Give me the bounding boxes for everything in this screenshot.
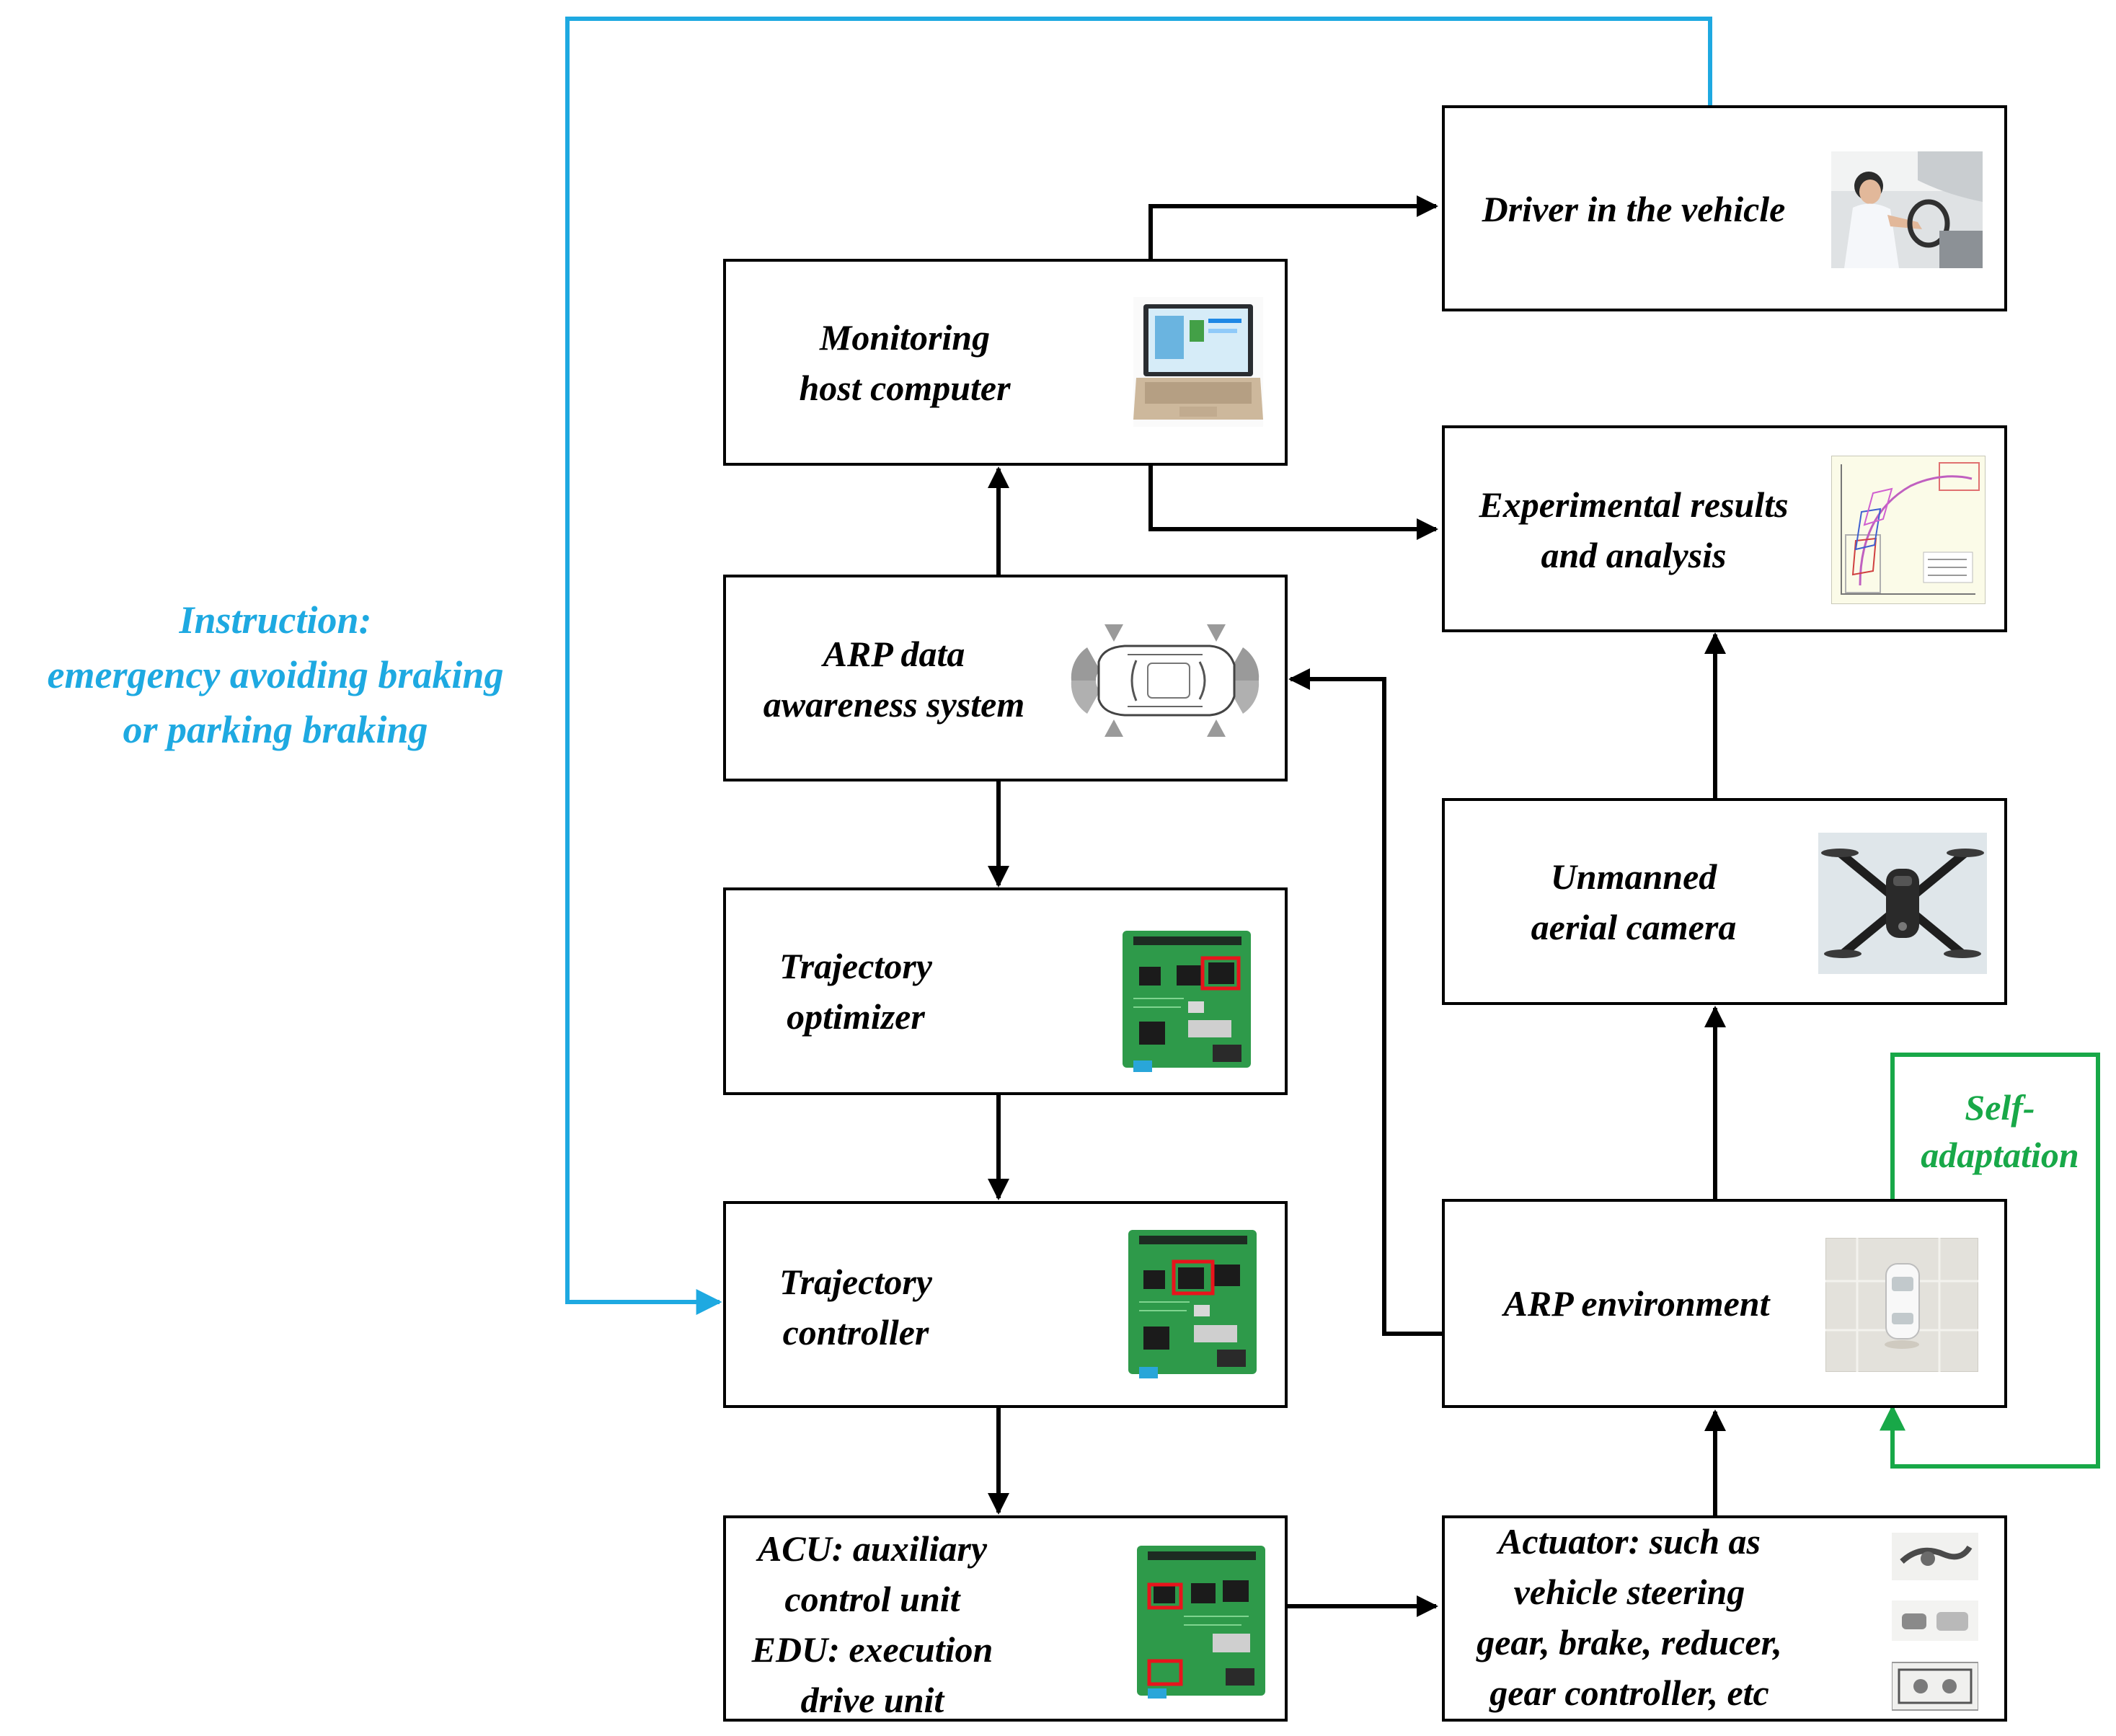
circuit-board-icon bbox=[1137, 1546, 1265, 1699]
instruction-annotation: Instruction: emergency avoiding braking … bbox=[9, 593, 542, 757]
driver-photo-icon bbox=[1831, 151, 1983, 268]
instruction-line-3: or parking braking bbox=[123, 708, 428, 751]
arrow-environment-to-arp-data bbox=[1288, 668, 1442, 1336]
monitoring-line-1: Monitoring bbox=[819, 317, 991, 358]
car-sensors-icon bbox=[1071, 624, 1260, 737]
trajectory-optimizer-line-1: Trajectory bbox=[779, 946, 932, 986]
unmanned-line-2: aerial camera bbox=[1531, 907, 1737, 947]
instruction-feedback-line bbox=[565, 17, 1712, 1315]
arp-data-label: ARP data awareness system bbox=[735, 629, 1053, 730]
unmanned-label: Unmanned aerial camera bbox=[1446, 851, 1821, 952]
self-adaptation-line-2: adaptation bbox=[1921, 1135, 2079, 1175]
acu-line-1: ACU: auxiliary bbox=[757, 1528, 988, 1569]
instruction-line-2: emergency avoiding braking bbox=[47, 653, 504, 696]
arrow-monitoring-to-driver bbox=[1148, 195, 1438, 260]
arrow-monitoring-to-experimental bbox=[1148, 464, 1438, 540]
edu-line-2: drive unit bbox=[800, 1680, 944, 1720]
monitoring-label: Monitoring host computer bbox=[735, 312, 1074, 413]
circuit-board-icon bbox=[1128, 1230, 1257, 1378]
actuator-line-3: gear, brake, reducer, bbox=[1477, 1622, 1782, 1662]
acu-line-2: control unit bbox=[784, 1579, 960, 1619]
trajectory-plot-icon bbox=[1831, 456, 1986, 604]
monitoring-line-2: host computer bbox=[799, 368, 1011, 408]
actuator-line-4: gear controller, etc bbox=[1489, 1673, 1769, 1713]
self-adaptation-annotation: Self- adaptation bbox=[1903, 1084, 2097, 1179]
trajectory-optimizer-line-2: optimizer bbox=[787, 996, 925, 1037]
arp-data-line-2: awareness system bbox=[763, 684, 1025, 725]
self-adaptation-line bbox=[1880, 1053, 2100, 1469]
experimental-label: Experimental results and analysis bbox=[1446, 479, 1821, 580]
unmanned-line-1: Unmanned bbox=[1550, 856, 1717, 897]
circuit-board-icon bbox=[1123, 931, 1251, 1072]
experimental-line-1: Experimental results bbox=[1479, 484, 1789, 525]
drone-icon bbox=[1818, 833, 1987, 974]
experimental-line-2: and analysis bbox=[1541, 535, 1727, 575]
edu-line-1: EDU: execution bbox=[751, 1629, 993, 1670]
trajectory-optimizer-label: Trajectory optimizer bbox=[758, 941, 953, 1042]
arp-environment-label: ARP environment bbox=[1503, 1283, 1770, 1324]
trajectory-controller-line-2: controller bbox=[782, 1312, 929, 1352]
actuator-line-1: Actuator: such as bbox=[1498, 1521, 1761, 1562]
laptop-icon bbox=[1133, 297, 1263, 427]
arp-data-line-1: ARP data bbox=[823, 634, 965, 674]
parking-lot-icon bbox=[1825, 1238, 1978, 1372]
instruction-line-1: Instruction: bbox=[179, 598, 372, 642]
self-adaptation-line-1: Self- bbox=[1965, 1087, 2035, 1128]
actuator-parts-icon bbox=[1892, 1533, 1978, 1711]
actuator-line-2: vehicle steering bbox=[1513, 1572, 1745, 1612]
trajectory-controller-line-1: Trajectory bbox=[779, 1262, 932, 1302]
driver-label: Driver in the vehicle bbox=[1482, 189, 1786, 229]
acu-edu-label: ACU: auxiliary control unit EDU: executi… bbox=[728, 1523, 1017, 1725]
trajectory-controller-label: Trajectory controller bbox=[758, 1257, 953, 1358]
actuator-label: Actuator: such as vehicle steering gear,… bbox=[1446, 1516, 1812, 1718]
